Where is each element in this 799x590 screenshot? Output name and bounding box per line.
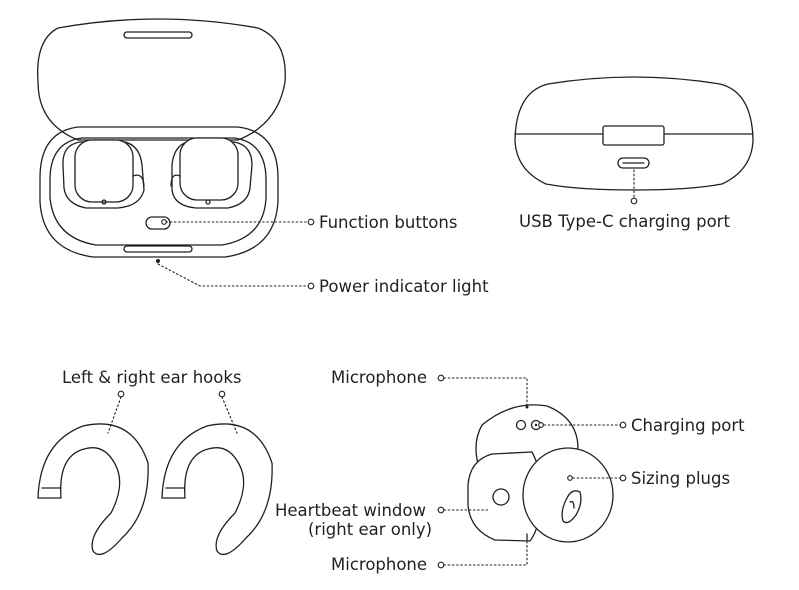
left-earbud-in-case — [74, 139, 134, 203]
open-charging-case — [37, 18, 286, 263]
heartbeat-window-label-line2: (right ear only) — [308, 520, 432, 539]
function-button — [145, 216, 171, 230]
microphone-bottom-label: Microphone — [331, 555, 427, 574]
left-ear-hook — [37, 423, 149, 555]
right-earbud-contact — [205, 199, 211, 205]
heartbeat-window-callout: Heartbeat window (right ear only) — [275, 501, 491, 539]
case-base — [39, 126, 279, 258]
right-earbud-in-case — [179, 137, 239, 201]
function-buttons-label: Function buttons — [319, 213, 457, 232]
left-earbud-contact — [101, 199, 107, 205]
right-earbud-edge — [170, 174, 181, 187]
right-earbud-cavity — [171, 141, 253, 209]
sizing-plugs-callout: Sizing plugs — [567, 469, 730, 488]
microphone-top-callout: Microphone — [331, 368, 529, 409]
left-earbud-edge — [132, 174, 145, 187]
microphone-bottom-callout: Microphone — [331, 541, 528, 574]
function-buttons-callout: Function buttons — [161, 213, 457, 232]
right-ear-hook — [161, 423, 273, 555]
charging-port-callout: Charging port — [538, 416, 745, 435]
usb-type-c-label: USB Type-C charging port — [519, 212, 730, 231]
heartbeat-window — [492, 488, 510, 506]
case-base-rim — [49, 137, 267, 246]
power-indicator-label: Power indicator light — [319, 277, 489, 296]
microphone-top-label: Microphone — [331, 368, 427, 387]
case-lid — [37, 18, 286, 141]
closed-case-tab — [602, 125, 665, 146]
closed-case-body — [514, 76, 754, 191]
charging-contact-left — [515, 419, 527, 431]
ear-hooks-callout — [107, 390, 238, 434]
heartbeat-window-label-line1: Heartbeat window — [275, 501, 426, 520]
ear-hooks-label: Left & right ear hooks — [62, 368, 242, 387]
left-earbud-cavity — [62, 141, 145, 209]
sizing-plug-nozzle — [561, 490, 582, 524]
usb-c-port — [617, 157, 650, 169]
closed-charging-case — [514, 76, 754, 191]
sizing-plugs-label: Sizing plugs — [631, 469, 730, 488]
power-indicator-callout: Power indicator light — [157, 263, 489, 296]
usb-c-callout: USB Type-C charging port — [519, 169, 730, 231]
case-front-slot — [123, 245, 193, 253]
lid-hinge-tab — [123, 31, 193, 39]
charging-port-label: Charging port — [631, 416, 745, 435]
power-indicator-led — [156, 259, 160, 263]
